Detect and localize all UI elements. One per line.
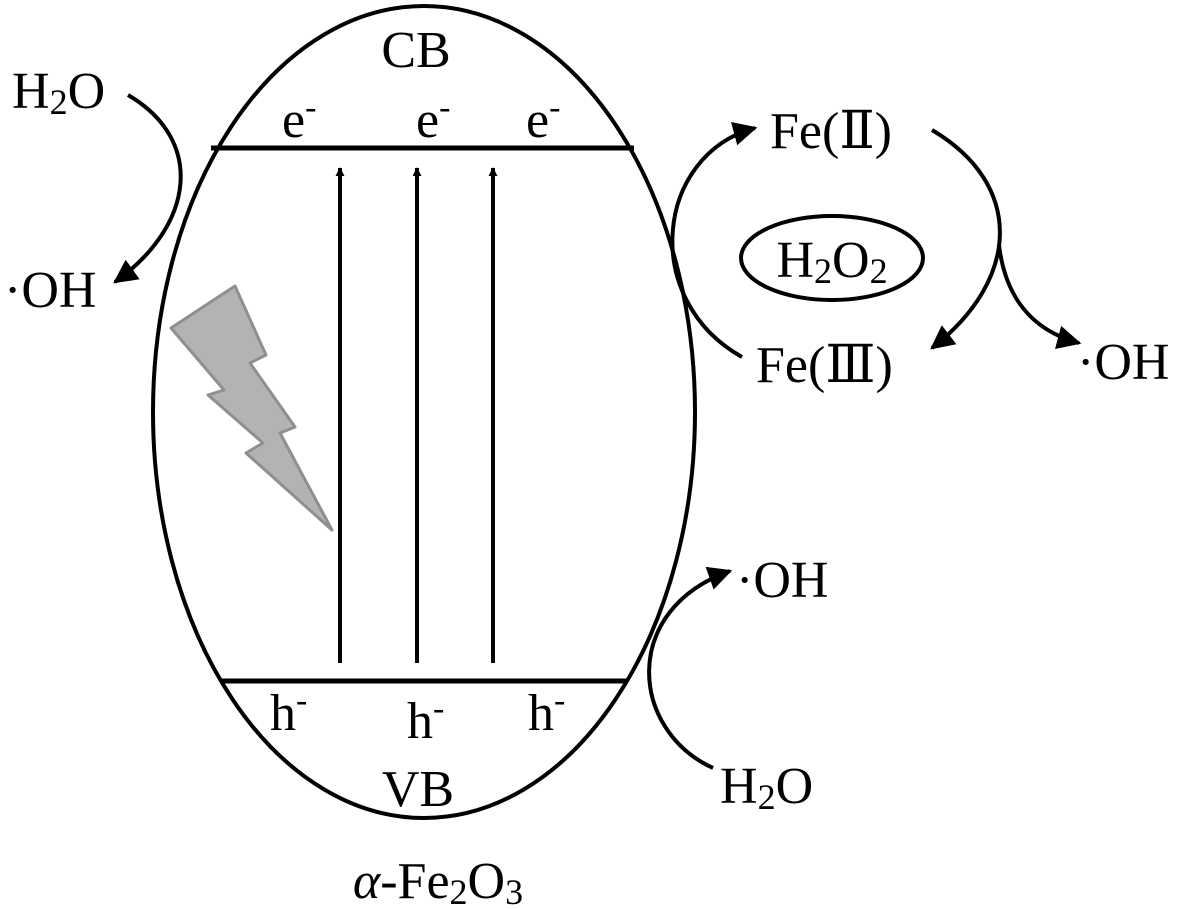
right-oh-label: ·OH — [1077, 334, 1169, 391]
electron-label: e- — [526, 89, 560, 149]
electron-label: e- — [282, 89, 316, 149]
fe3-label: Fe(Ⅲ) — [756, 337, 893, 394]
hole-label: h- — [407, 690, 444, 750]
vb-label: VB — [382, 761, 454, 818]
hole-label: h- — [270, 682, 307, 742]
catalyst-label: α-Fe2O3 — [353, 853, 523, 909]
hole-label: h- — [528, 682, 565, 742]
left-oxidation-curve-arrow — [113, 93, 183, 284]
h2o2-to-oh-curve-arrow — [997, 244, 1082, 350]
semiconductor-particle — [151, 4, 697, 820]
bottom-oh-label: ·OH — [736, 552, 828, 609]
cb-label: CB — [381, 22, 450, 79]
electron-label: e- — [416, 89, 450, 149]
right-oxidation-curve-arrow — [647, 566, 733, 770]
left-oh-label: ·OH — [4, 262, 96, 319]
fe2-label: Fe(Ⅱ) — [770, 103, 892, 160]
h2o2-oval — [739, 214, 925, 302]
bottom-h2o-label: H2O — [720, 758, 813, 817]
lightning-bolt-icon — [169, 284, 334, 532]
fe2-to-fe3-curve-arrow — [930, 128, 1002, 350]
fe3-to-fe2-curve-arrow — [670, 122, 758, 359]
left-h2o-label: H2O — [12, 63, 105, 122]
h2o2-label: H2O2 — [776, 232, 887, 291]
